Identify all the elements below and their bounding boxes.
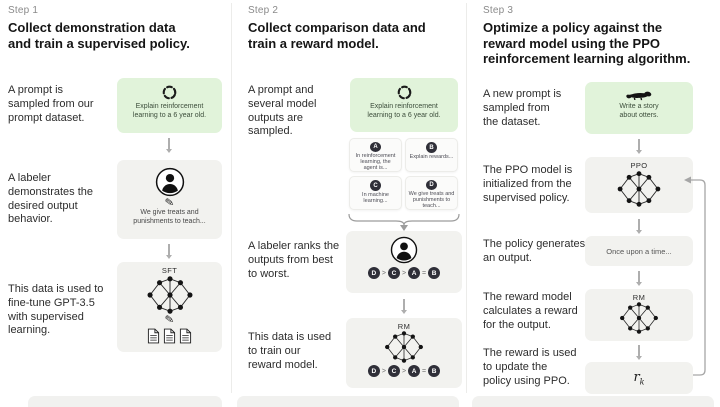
bottom-panel-edge bbox=[28, 396, 222, 407]
step2-prompt-card: Explain reinforcement learning to a 6 ye… bbox=[350, 78, 458, 132]
brace-down-icon bbox=[348, 213, 460, 231]
output-text-d: We give treats and punishments to teach.… bbox=[408, 191, 455, 209]
step3-label-update-policy: The reward is used to update the policy … bbox=[483, 347, 577, 387]
rank-letter: B bbox=[428, 267, 441, 279]
rank-separator: = bbox=[422, 367, 427, 375]
otter-icon bbox=[625, 89, 653, 101]
step3-label-reward-calc: The reward model calculates a reward for… bbox=[483, 291, 578, 331]
step1-label-finetune: This data is used to fine-tune GPT-3.5 w… bbox=[8, 283, 104, 337]
pencil-icon: ✎ bbox=[164, 196, 175, 210]
step3-rm-card: RM bbox=[585, 289, 693, 341]
neural-net-icon bbox=[147, 276, 193, 314]
rank-letter: C bbox=[387, 267, 400, 279]
output-text-c: In machine learning... bbox=[362, 192, 389, 204]
output-badge-b: B bbox=[426, 142, 437, 153]
down-arrow-icon bbox=[634, 139, 644, 154]
output-card-d: D We give treats and punishments to teac… bbox=[405, 176, 458, 210]
rank-separator: = bbox=[422, 269, 427, 277]
down-arrow-icon bbox=[634, 345, 644, 360]
column-divider bbox=[231, 3, 232, 393]
ranking-row: D > C > A = B bbox=[367, 365, 441, 377]
step3-label-ppo-init: The PPO model is initialized from the su… bbox=[483, 164, 573, 204]
step2-rm-card: RM D > C > A = B bbox=[346, 318, 462, 388]
down-arrow-icon bbox=[399, 299, 409, 314]
step2-label-prompt: A prompt and several model outputs are s… bbox=[248, 84, 317, 138]
step3-heading: Optimize a policy against the reward mod… bbox=[483, 20, 691, 66]
output-badge-c: C bbox=[370, 180, 381, 191]
rank-letter: A bbox=[408, 267, 421, 279]
labeler-person-icon bbox=[390, 236, 418, 264]
rank-letter: A bbox=[408, 365, 421, 377]
step3-output-text: Once upon a time... bbox=[606, 246, 672, 256]
step3-label-prompt: A new prompt is sampled from the dataset… bbox=[483, 88, 562, 128]
down-arrow-icon bbox=[164, 244, 174, 259]
output-badge-a: A bbox=[370, 142, 381, 152]
pencil-icon: ✎ bbox=[164, 313, 175, 327]
step2-label-train-rm: This data is used to train our reward mo… bbox=[248, 331, 332, 371]
step1-sft-card: SFT ✎ bbox=[117, 262, 222, 352]
step1-prompt-card: Explain reinforcement learning to a 6 ye… bbox=[117, 78, 222, 133]
rank-separator: > bbox=[401, 367, 407, 375]
documents-row bbox=[147, 328, 192, 344]
step2-labeler-card: D > C > A = B bbox=[346, 231, 462, 293]
neural-net-icon bbox=[619, 302, 659, 334]
cycle-icon bbox=[161, 84, 178, 101]
ppo-feedback-loop-arrow bbox=[684, 176, 706, 376]
rank-letter: D bbox=[367, 365, 380, 377]
document-icon bbox=[179, 328, 192, 344]
output-card-b: B Explain rewards... bbox=[405, 138, 458, 172]
step1-heading: Collect demonstration data and train a s… bbox=[8, 20, 190, 51]
step3-tag: Step 3 bbox=[483, 5, 514, 16]
rm-label: RM bbox=[397, 322, 411, 331]
rm-label: RM bbox=[632, 293, 646, 302]
output-text-a: In reinforcement learning, the agent is.… bbox=[355, 153, 396, 171]
step2-prompt-card-text: Explain reinforcement learning to a 6 ye… bbox=[367, 103, 441, 119]
step3-prompt-card-text: Write a story about otters. bbox=[619, 103, 659, 119]
step3-reward-card: rk bbox=[585, 362, 693, 394]
rank-separator: > bbox=[381, 269, 386, 277]
rank-letter: C bbox=[387, 365, 400, 377]
down-arrow-icon bbox=[634, 271, 644, 286]
document-icon bbox=[163, 328, 176, 344]
sft-label: SFT bbox=[161, 266, 178, 275]
output-text-b: Explain rewards... bbox=[409, 154, 454, 160]
down-arrow-icon bbox=[164, 138, 174, 153]
reward-symbol: rk bbox=[633, 369, 645, 387]
cycle-icon bbox=[396, 84, 413, 101]
step3-ppo-card: PPO bbox=[585, 157, 693, 213]
document-icon bbox=[147, 328, 160, 344]
labeler-person-icon bbox=[155, 167, 185, 197]
step1-labeler-card-text: We give treats and punishments to teach.… bbox=[133, 209, 206, 225]
step2-heading: Collect comparison data and train a rewa… bbox=[248, 20, 426, 51]
output-card-c: C In machine learning... bbox=[349, 176, 402, 210]
rank-letter: B bbox=[428, 365, 441, 377]
step1-label-labeler: A labeler demonstrates the desired outpu… bbox=[8, 172, 93, 226]
bottom-panel-edge bbox=[472, 396, 714, 407]
bottom-panel-edge bbox=[237, 396, 459, 407]
rank-separator: > bbox=[381, 367, 386, 375]
output-card-a: A In reinforcement learning, the agent i… bbox=[349, 138, 402, 172]
output-badge-d: D bbox=[426, 180, 437, 190]
ranking-row: D > C > A = B bbox=[367, 267, 441, 279]
rank-letter: D bbox=[367, 267, 380, 279]
step1-labeler-card: ✎ We give treats and punishments to teac… bbox=[117, 160, 222, 239]
step3-label-generates: The policy generates an output. bbox=[483, 238, 586, 264]
ppo-label: PPO bbox=[630, 161, 648, 170]
step1-prompt-card-text: Explain reinforcement learning to a 6 ye… bbox=[132, 103, 207, 119]
step1-label-prompt: A prompt is sampled from our prompt data… bbox=[8, 84, 94, 124]
step3-output-card: Once upon a time... bbox=[585, 236, 693, 266]
step1-tag: Step 1 bbox=[8, 5, 39, 16]
step2-tag: Step 2 bbox=[248, 5, 279, 16]
rank-separator: > bbox=[401, 269, 407, 277]
step3-prompt-card: Write a story about otters. bbox=[585, 82, 693, 134]
down-arrow-icon bbox=[634, 219, 644, 234]
step2-label-ranks: A labeler ranks the outputs from best to… bbox=[248, 240, 340, 280]
neural-net-icon bbox=[383, 331, 425, 363]
column-divider bbox=[466, 3, 467, 393]
